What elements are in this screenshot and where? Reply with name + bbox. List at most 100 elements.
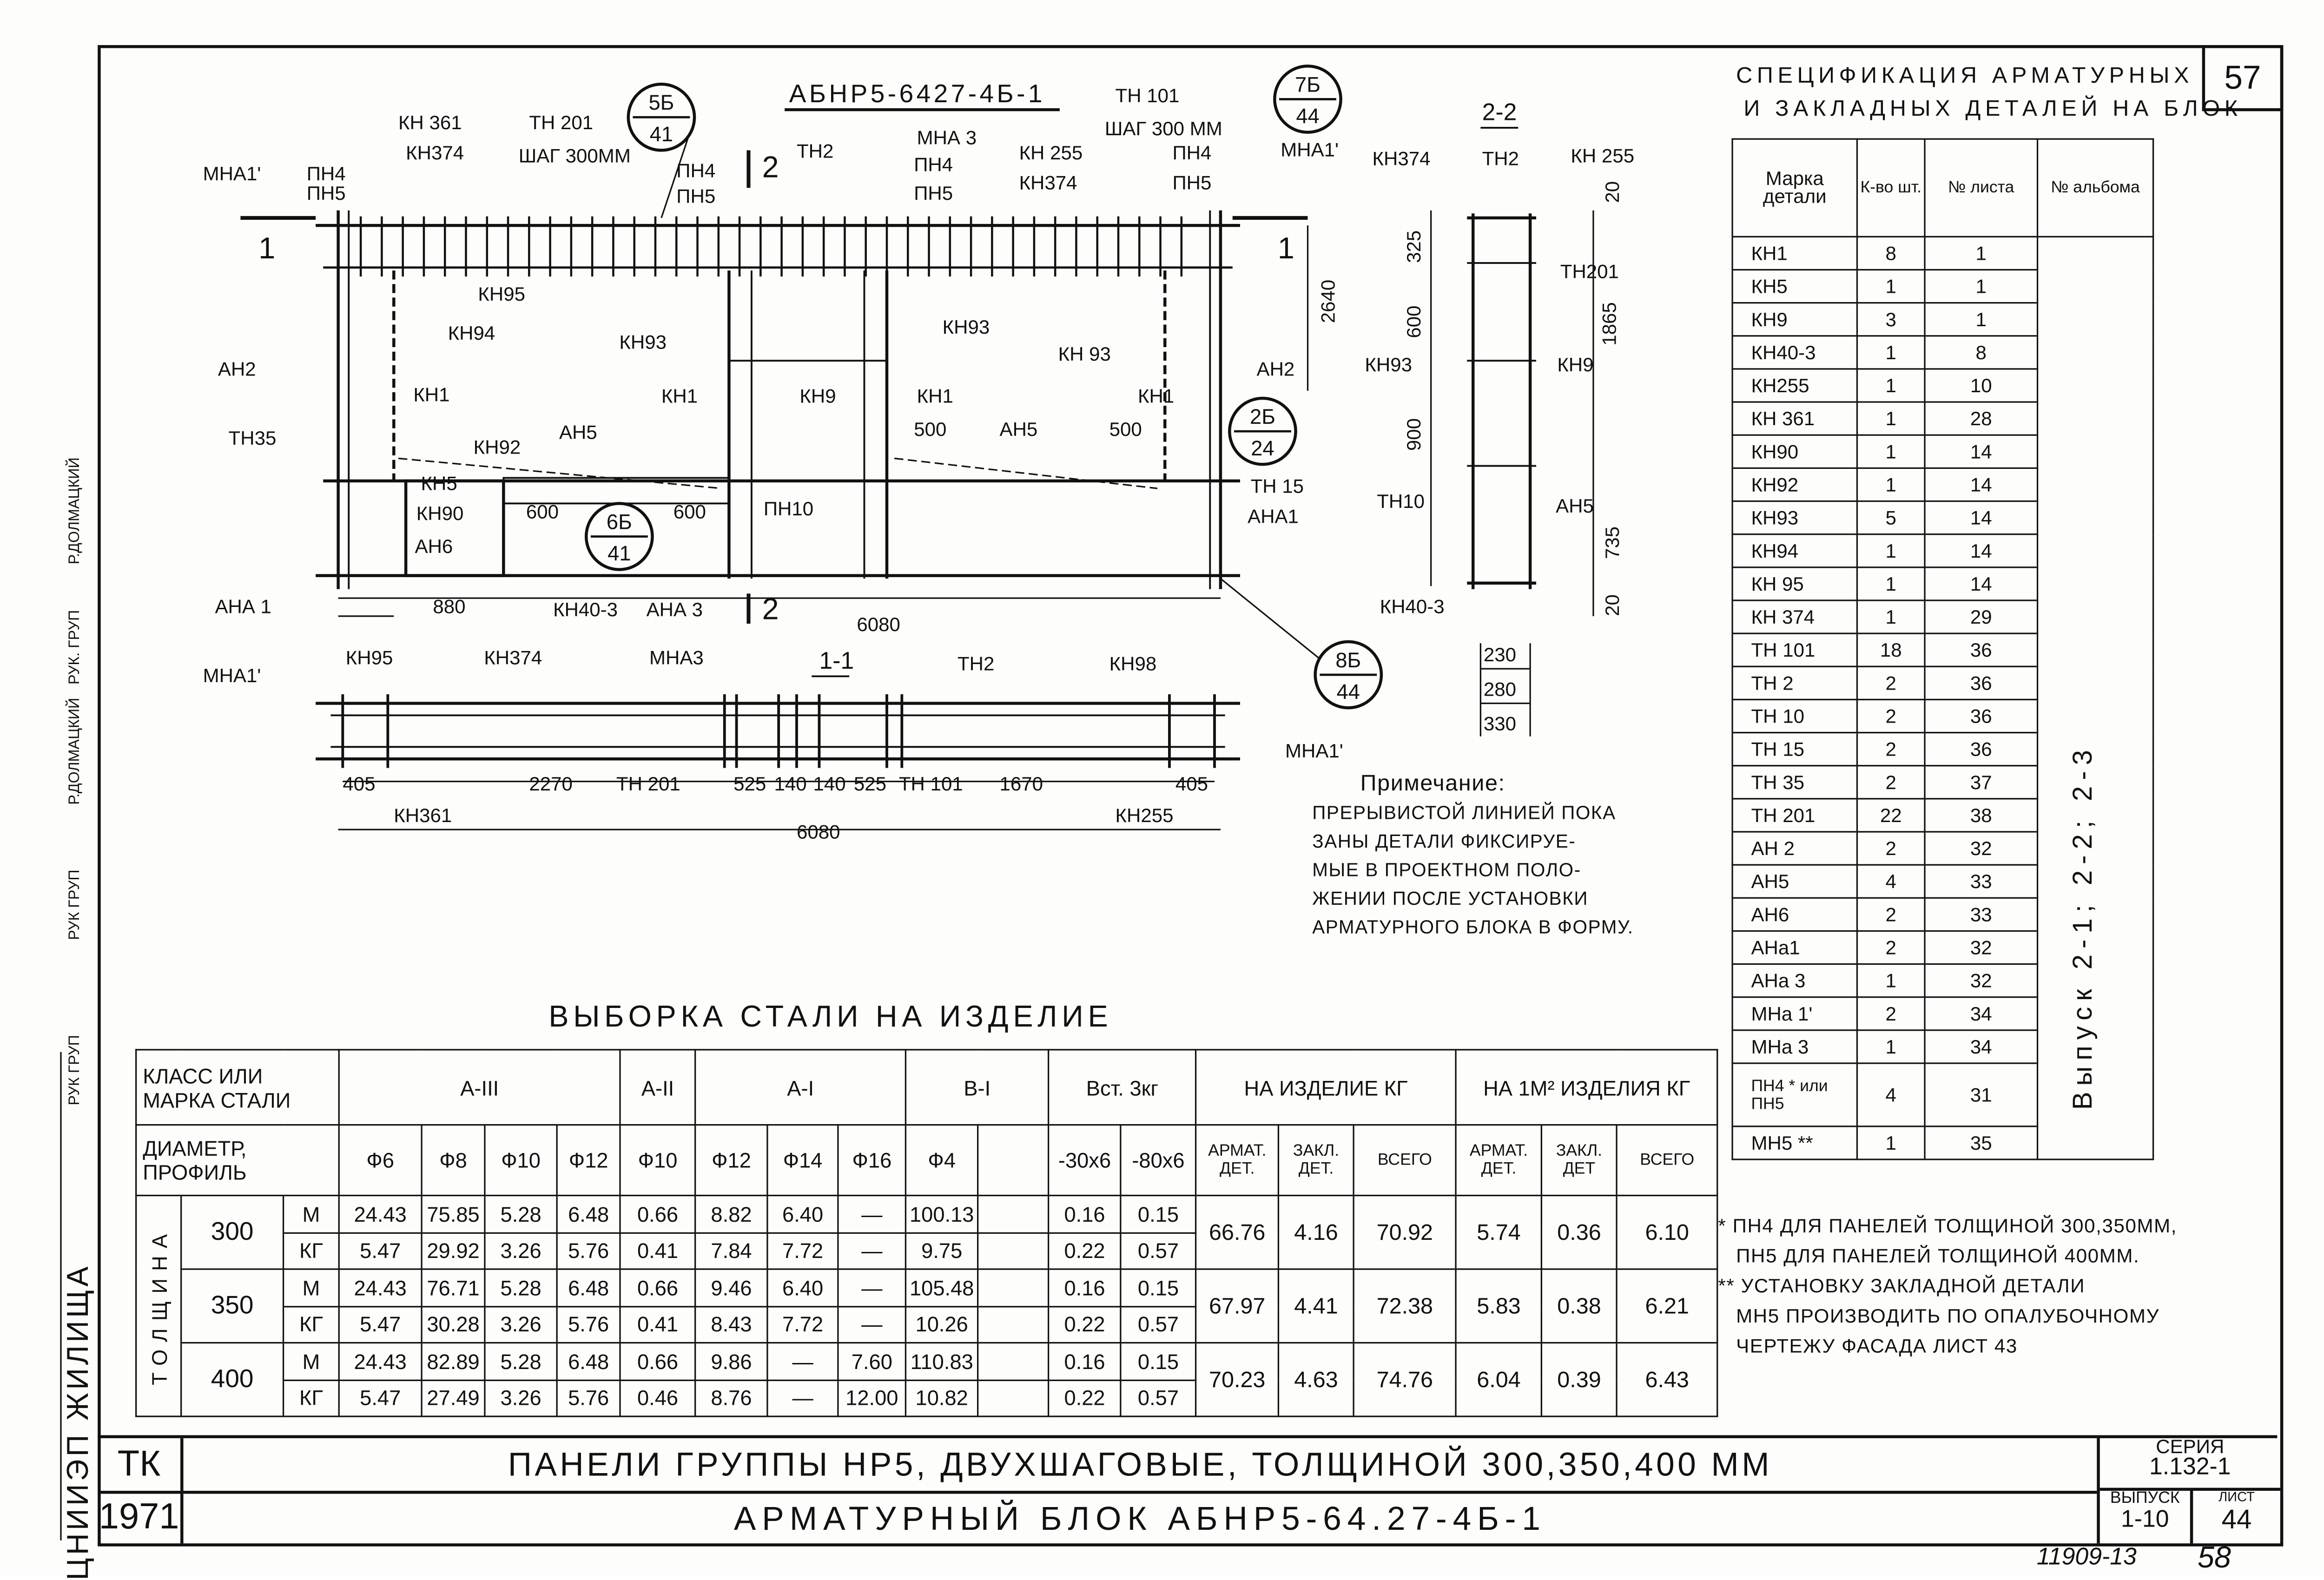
spec-sheet: 14 bbox=[1924, 434, 2039, 469]
steel-value: 5.76 bbox=[556, 1305, 621, 1344]
spec-mark: МНа 3 bbox=[1731, 1029, 1858, 1064]
detail-callout: 6б41 bbox=[584, 502, 654, 571]
unit: КГ bbox=[282, 1305, 340, 1344]
steel-value: 10.26 bbox=[905, 1305, 979, 1344]
sheet-cell: лист44 bbox=[2218, 1489, 2255, 1534]
section-1-1-label: ТН 101 bbox=[899, 773, 963, 795]
detail-callout: 8б44 bbox=[1314, 640, 1383, 710]
steel-total: 6.43 bbox=[1616, 1342, 1718, 1417]
diameter-header: Ф12 bbox=[556, 1124, 621, 1197]
elevation-label: КН374 bbox=[406, 142, 464, 164]
spec-qty: 1 bbox=[1856, 1126, 1926, 1160]
section-2-2-label: 325 bbox=[1403, 230, 1425, 263]
diameter-header: Ф4 bbox=[905, 1124, 979, 1197]
section-2-2-label: АН5 bbox=[1556, 495, 1594, 517]
section-2-2-label: 330 bbox=[1484, 713, 1516, 735]
elevation-label: ТН2 bbox=[797, 140, 833, 162]
section-1-1-label: 405 bbox=[343, 773, 375, 795]
callout-sheet: 41 bbox=[650, 122, 673, 146]
callout-sheet: 41 bbox=[607, 541, 631, 565]
elevation-label: ПН4 bbox=[914, 154, 953, 176]
steel-value: 7.72 bbox=[766, 1231, 839, 1270]
section-2-2-label: КН374 bbox=[1373, 148, 1431, 170]
steel-value bbox=[977, 1305, 1050, 1344]
elevation-label: КН374 bbox=[1019, 171, 1077, 193]
archive-page: 58 bbox=[2197, 1541, 2231, 1575]
detail-callout: 2б24 bbox=[1228, 396, 1297, 466]
steel-value: 24.43 bbox=[338, 1194, 423, 1233]
spec-sheet: 38 bbox=[1924, 798, 2039, 833]
steel-value: 0.16 bbox=[1048, 1342, 1122, 1381]
spec-mark: АН 2 bbox=[1731, 831, 1858, 866]
steel-value: 0.57 bbox=[1120, 1231, 1197, 1270]
elevation-label: КН5 bbox=[421, 472, 457, 494]
elevation-label: КН94 bbox=[448, 322, 495, 344]
detail-callout: 5б41 bbox=[627, 82, 696, 152]
unit: М bbox=[282, 1268, 340, 1307]
spec-sheet: 1 bbox=[1924, 236, 2039, 271]
spec-sheet: 14 bbox=[1924, 566, 2039, 601]
spec-sheet: 35 bbox=[1924, 1126, 2039, 1160]
steel-total: 66.76 bbox=[1195, 1194, 1280, 1270]
steel-total: 67.97 bbox=[1195, 1268, 1280, 1344]
callout-detail: 6б bbox=[607, 510, 632, 533]
section-2-2-label: КН40-3 bbox=[1380, 595, 1445, 617]
elevation-label: 500 bbox=[914, 418, 946, 440]
header-class-a3: А-III bbox=[338, 1049, 621, 1126]
elevation-label: КН1 bbox=[413, 383, 449, 405]
thickness-value: 400 bbox=[180, 1342, 284, 1417]
steel-value: 7.84 bbox=[694, 1231, 768, 1270]
elevation-label: ПН4 bbox=[676, 160, 715, 182]
steel-value: 9.46 bbox=[694, 1268, 768, 1307]
elevation-label: ПН4 bbox=[1172, 142, 1211, 164]
spec-sheet: 28 bbox=[1924, 401, 2039, 436]
spec-header-album: № альбома bbox=[2036, 138, 2154, 237]
header-class-a2: А-II bbox=[619, 1049, 696, 1126]
steel-value bbox=[977, 1268, 1050, 1307]
spec-qty: 1 bbox=[1856, 467, 1926, 502]
section-2-2-label: 20 bbox=[1601, 181, 1623, 203]
spec-sheet: 31 bbox=[1924, 1062, 2039, 1127]
spec-sheet: 1 bbox=[1924, 269, 2039, 304]
elevation-label: 600 bbox=[526, 501, 559, 523]
steel-total: 0.39 bbox=[1541, 1342, 1618, 1417]
section-1-1-label: КН374 bbox=[484, 646, 542, 668]
spec-mark: КН 95 bbox=[1731, 566, 1858, 601]
spec-mark: ПН4 * или ПН5 bbox=[1731, 1062, 1858, 1127]
spec-mark: ТН 15 bbox=[1731, 731, 1858, 767]
spec-mark: МН5 ** bbox=[1731, 1126, 1858, 1160]
callout-detail: 8б bbox=[1335, 648, 1361, 672]
section-2-2-label: 1865 bbox=[1598, 302, 1620, 346]
callout-detail: 7б bbox=[1295, 72, 1320, 96]
spec-qty: 1 bbox=[1856, 269, 1926, 304]
spec-album-cell: Выпуск 2-1; 2-2; 2-3 bbox=[2036, 236, 2154, 1160]
diameter-header: Ф8 bbox=[421, 1124, 486, 1197]
elevation-label: КН93 bbox=[943, 316, 990, 338]
steel-value: 5.47 bbox=[338, 1379, 423, 1417]
section-2-2-label: 735 bbox=[1601, 527, 1623, 559]
steel-value: 0.16 bbox=[1048, 1268, 1122, 1307]
elevation-label: ТН 201 bbox=[529, 112, 593, 133]
spec-sheet: 36 bbox=[1924, 698, 2039, 734]
diameter-header: Ф14 bbox=[766, 1124, 839, 1197]
steel-total: 70.23 bbox=[1195, 1342, 1280, 1417]
steel-title: Выборка стали на изделие bbox=[548, 1001, 1113, 1034]
elevation-title: АБНР5-6427-4б-1 bbox=[789, 79, 1045, 108]
steel-value: 8.76 bbox=[694, 1379, 768, 1417]
section-1-1-label: 405 bbox=[1175, 773, 1208, 795]
spec-header-qty: К-во шт. bbox=[1856, 138, 1926, 237]
steel-value: 0.15 bbox=[1120, 1342, 1197, 1381]
spec-qty: 1 bbox=[1856, 335, 1926, 370]
section-mark: 1 bbox=[1278, 231, 1294, 265]
spec-qty: 1 bbox=[1856, 1029, 1926, 1064]
callout-detail: 5б bbox=[648, 91, 674, 114]
steel-value: 100.13 bbox=[905, 1194, 979, 1233]
section-1-1-label: 2270 bbox=[529, 773, 573, 795]
